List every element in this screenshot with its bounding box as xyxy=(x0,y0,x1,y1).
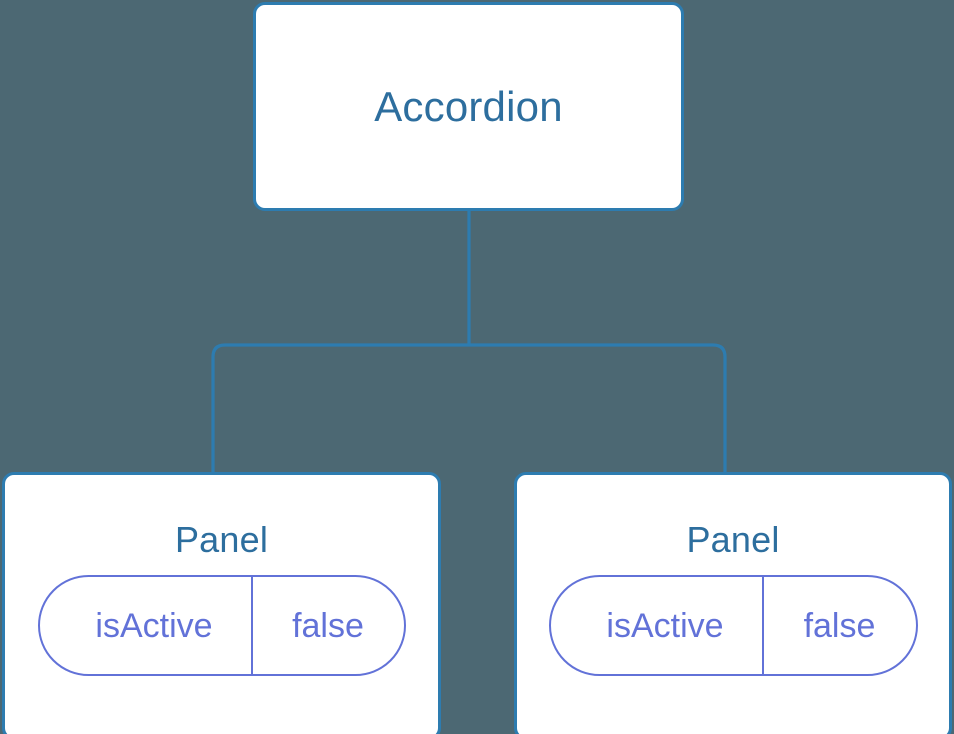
node-panel-2-title: Panel xyxy=(686,519,780,560)
node-panel-1[interactable]: Panel isActive false xyxy=(2,472,441,734)
node-panel-2-state-value: false xyxy=(761,577,916,674)
connector-to-right-child xyxy=(469,343,727,474)
node-panel-1-state-key: isActive xyxy=(95,606,213,645)
node-panel-2[interactable]: Panel isActive false xyxy=(514,472,952,734)
node-panel-1-title: Panel xyxy=(174,519,269,560)
node-panel-1-state-value: false xyxy=(250,577,404,674)
node-panel-2-state-pill[interactable]: isActive false xyxy=(548,575,918,676)
connector-to-left-child xyxy=(211,343,469,474)
node-panel-1-state-pill[interactable]: isActive false xyxy=(37,575,406,676)
node-panel-2-state-key: isActive xyxy=(606,606,724,645)
node-accordion-title: Accordion xyxy=(374,82,563,130)
node-accordion[interactable]: Accordion xyxy=(253,2,684,211)
